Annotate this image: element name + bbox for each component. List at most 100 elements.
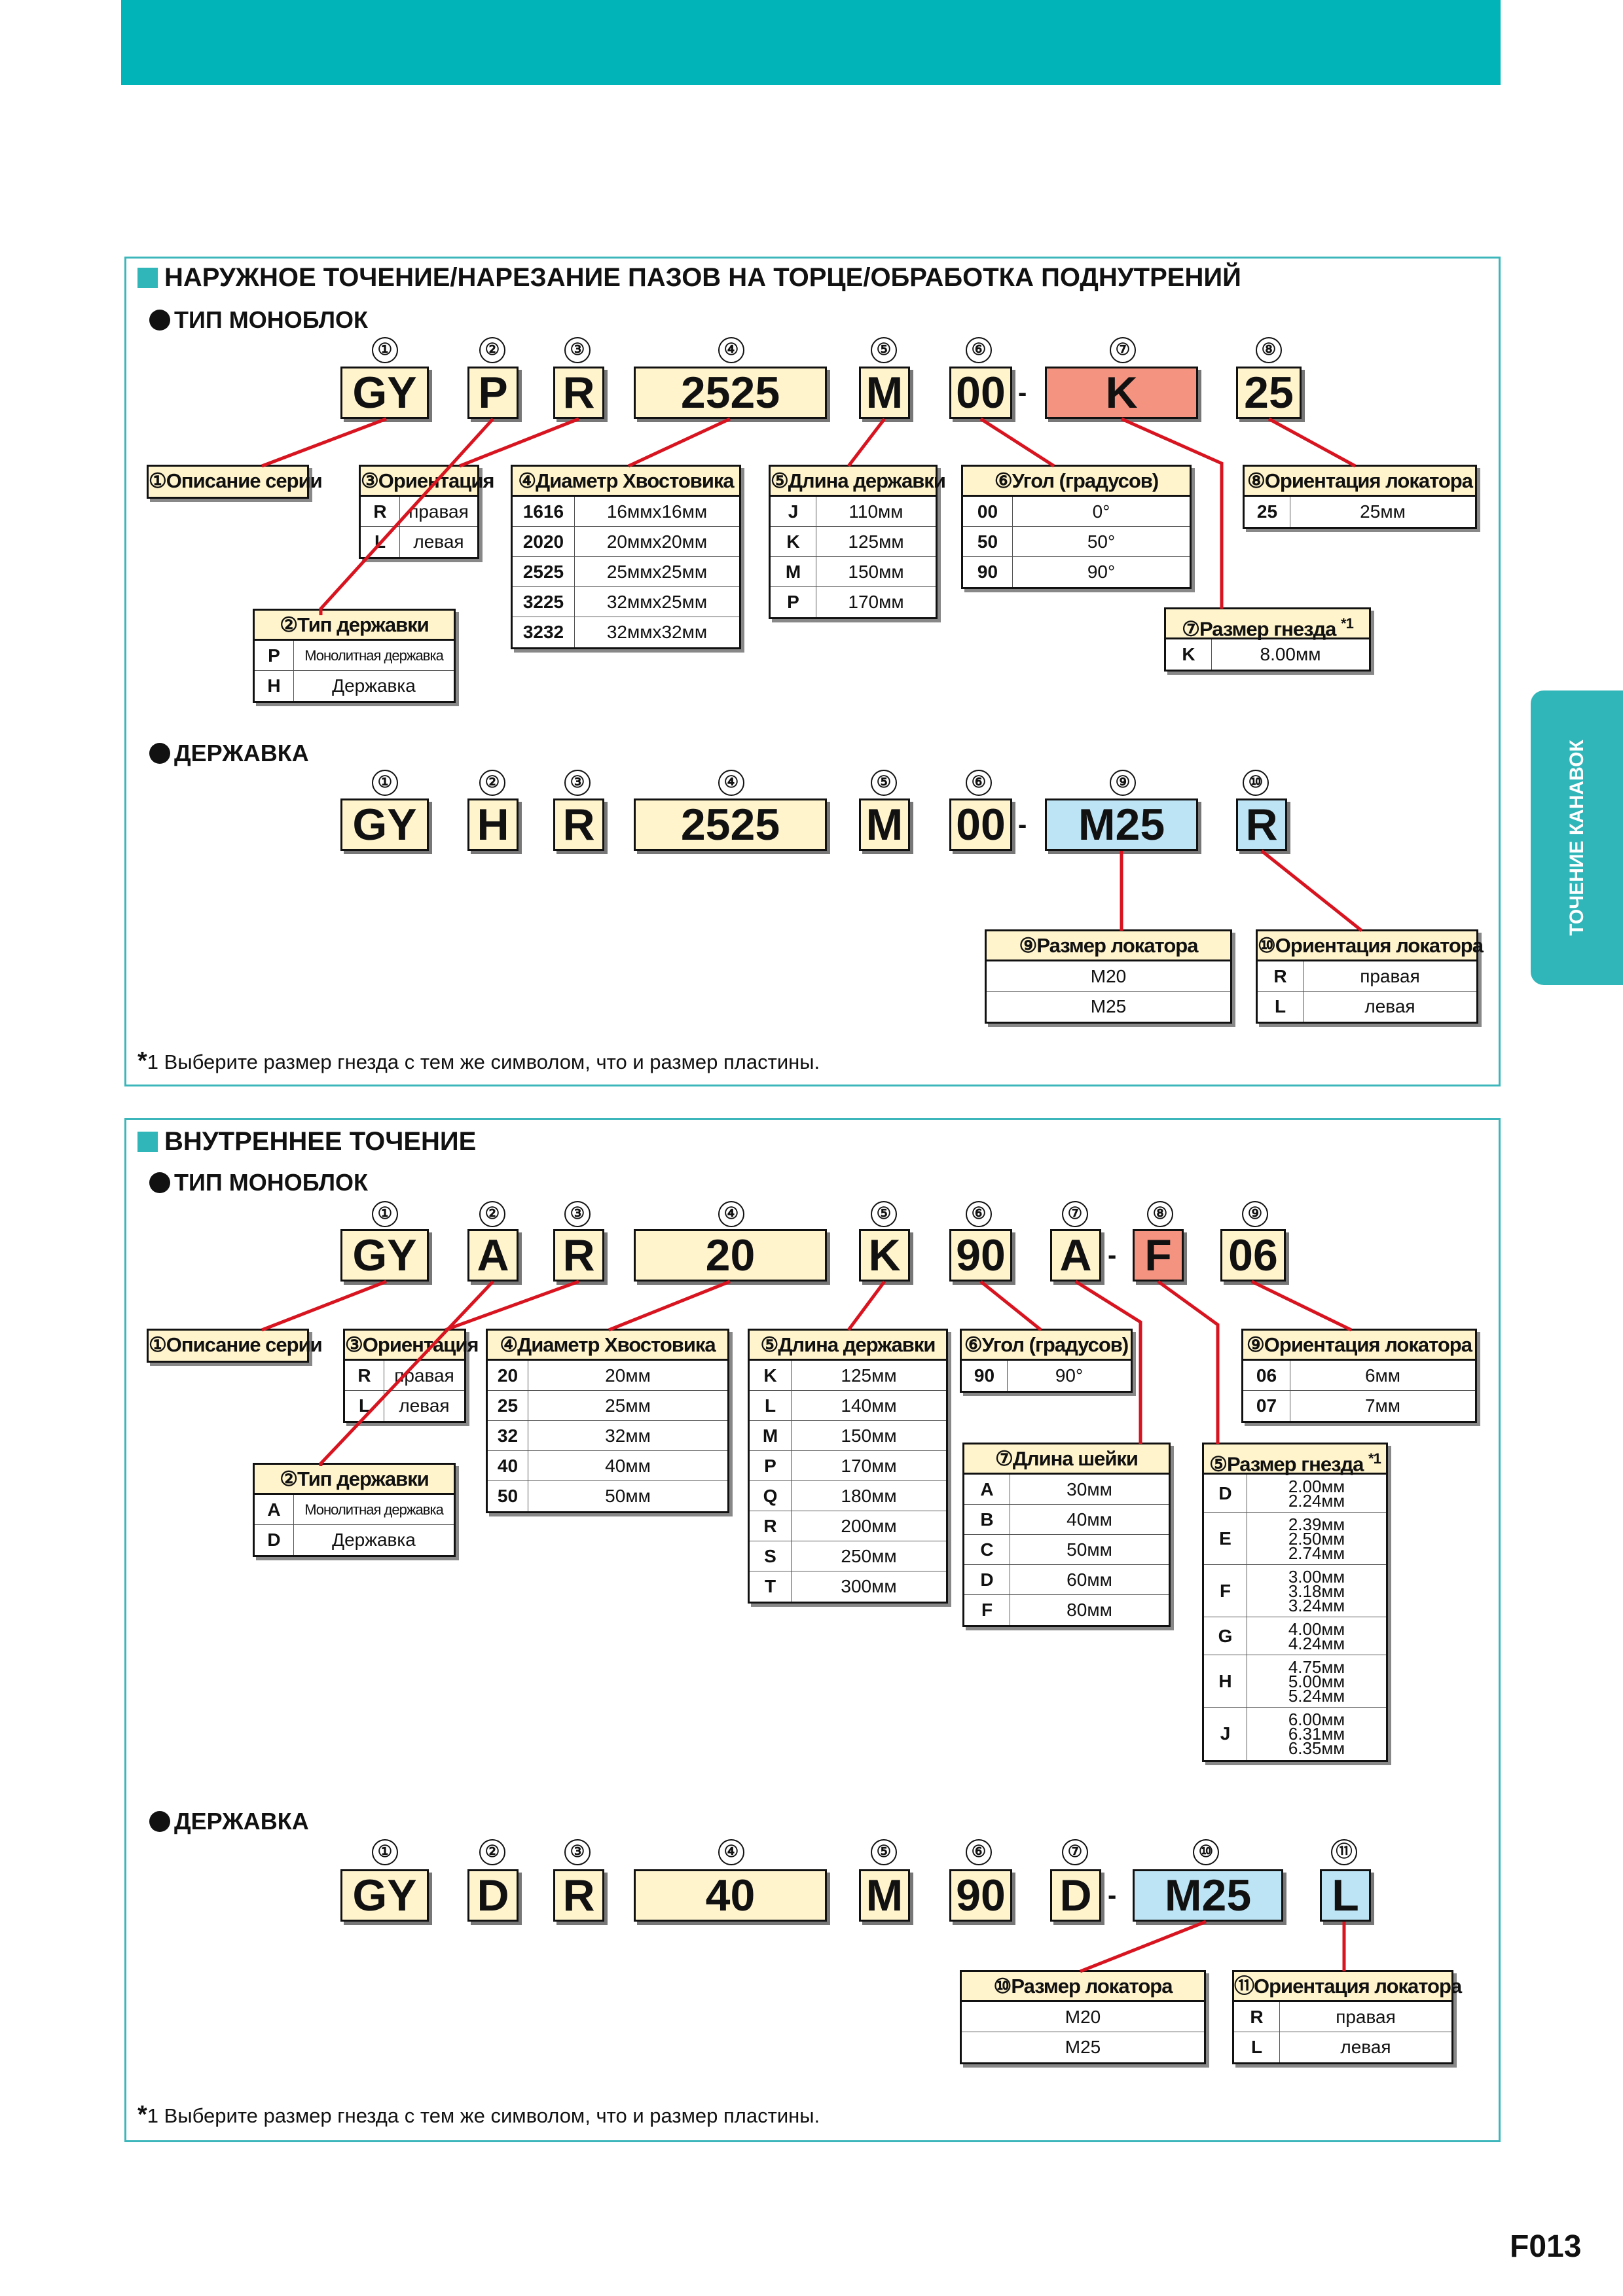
table-cell: P <box>255 641 294 670</box>
code-box: 00 <box>949 367 1012 419</box>
header-bar <box>121 0 1501 85</box>
position-number: ⑤ <box>871 1201 897 1227</box>
table-cell: 50 <box>963 527 1013 556</box>
code-box: P <box>467 367 519 419</box>
series-description-table: ①Описание серии <box>147 465 323 499</box>
subsection-title: ТИП МОНОБЛОК <box>149 1169 368 1196</box>
position-number: ⑥ <box>966 337 992 363</box>
table-cell: 150мм <box>841 1425 897 1446</box>
section-internal-turning <box>124 1118 1501 2142</box>
code-box: 90 <box>949 1869 1012 1922</box>
table-header: ⑩Ориентация локатора <box>1258 931 1484 961</box>
table-header: ⑪Ориентация локатора <box>1234 1972 1462 2002</box>
table-header: ⑤Длина державки <box>771 467 946 497</box>
position-number: ⑤ <box>871 770 897 796</box>
table-cell: 140мм <box>841 1395 897 1416</box>
position-number: ① <box>372 770 398 796</box>
table-header: ③Ориентация <box>345 1331 479 1361</box>
connector-line <box>1080 1920 1207 1973</box>
table-cell: 150мм <box>848 561 904 582</box>
position-number: ⑦ <box>1062 1201 1088 1227</box>
table-cell: 50° <box>1087 531 1116 552</box>
position-number: ④ <box>718 1839 744 1865</box>
table-cell: левая <box>1340 2037 1391 2057</box>
table-cell: 1616 <box>513 497 575 526</box>
code-box: K <box>859 1229 910 1282</box>
position-number: ⑨ <box>1110 770 1136 796</box>
code-box: R <box>1236 798 1287 851</box>
code-box: 00 <box>949 798 1012 851</box>
code-box: L <box>1320 1869 1371 1922</box>
position-number: ② <box>479 1839 505 1865</box>
side-tab[interactable]: ТОЧЕНИЕ КАНАВОК <box>1531 691 1623 985</box>
subsection-title: ДЕРЖАВКА <box>149 1808 309 1835</box>
table-cell: K <box>771 527 816 556</box>
section-external-turning <box>124 257 1501 1086</box>
code-box: M <box>859 1869 910 1922</box>
table-cell: D <box>1204 1475 1247 1512</box>
table-cell: 125мм <box>848 531 904 552</box>
footnote-text: 1 Выберите размер гнезда с тем же символ… <box>147 1050 820 1073</box>
table-cell: 20ммх20мм <box>606 531 708 552</box>
table-cell: 200мм <box>841 1515 897 1536</box>
seat-size-value: 5.00мм <box>1288 1671 1345 1691</box>
table-cell: 90 <box>962 1361 1008 1391</box>
table-cell: 90° <box>1087 562 1116 582</box>
table-header: ⑤Длина державки <box>750 1331 946 1361</box>
table-cell: M20 <box>1065 2006 1101 2027</box>
code-box: M <box>859 367 910 419</box>
table-cell: 32 <box>488 1421 528 1450</box>
table-row: 90 90° <box>963 557 1190 587</box>
table-cell: 300мм <box>841 1576 897 1596</box>
code-box: R <box>553 1869 604 1922</box>
code-box: K <box>1045 367 1198 419</box>
table-header: ⑨Ориентация локатора <box>1243 1331 1475 1361</box>
position-number: ③ <box>564 770 591 796</box>
connector-line <box>1157 1280 1220 1444</box>
table-cell: 170мм <box>848 592 904 612</box>
table-cell: 90 <box>963 557 1013 587</box>
table-cell: M25 <box>1090 996 1127 1016</box>
connector-line <box>1267 417 1357 468</box>
seat-size-value: 2.50мм <box>1288 1528 1345 1549</box>
bullet-dot-icon <box>149 310 170 331</box>
table-cell: 32ммх32мм <box>606 622 708 642</box>
code-box: D <box>1050 1869 1101 1922</box>
connector-line <box>261 417 387 468</box>
table-header: ⑤Размер гнезда *1 <box>1204 1444 1386 1475</box>
table-cell: Монолитная державка <box>304 1501 444 1518</box>
table-cell: 20 <box>488 1361 528 1390</box>
subsection-title-text: ДЕРЖАВКА <box>174 1808 309 1835</box>
seat-size-value: 4.75мм <box>1288 1657 1345 1677</box>
table-cell: R <box>750 1511 792 1541</box>
code-box: 25 <box>1236 367 1302 419</box>
table-cell: G <box>1204 1617 1247 1655</box>
position-number: ⑩ <box>1243 770 1269 796</box>
table-header-text: ⑤Размер гнезда <box>1209 1452 1369 1476</box>
table-cell: 80мм <box>1067 1600 1112 1620</box>
position-number: ② <box>479 337 505 363</box>
footnote-mark: *1 <box>1341 615 1354 632</box>
table-row: R 200мм <box>750 1511 946 1541</box>
table-cell: 16ммх16мм <box>606 501 708 522</box>
position-number: ③ <box>564 337 591 363</box>
table-cell: 32ммх25мм <box>606 591 708 612</box>
table-cell: левая <box>413 531 464 552</box>
separator-dash: - <box>1018 810 1027 839</box>
